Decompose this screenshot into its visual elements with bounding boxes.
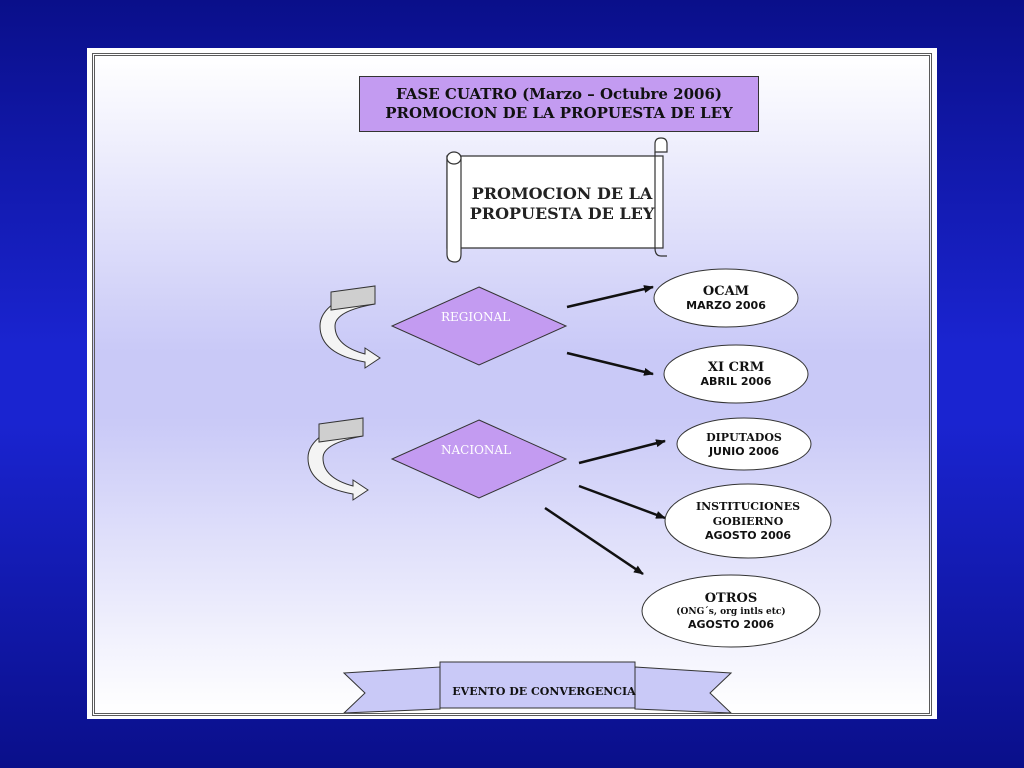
diamond-label-regional: REGIONAL — [441, 310, 511, 324]
curved-arrow-regional — [319, 285, 381, 369]
ocam-title: OCAM — [702, 283, 750, 299]
oval-label-xicrm: XI CRM ABRIL 2006 — [664, 351, 808, 397]
slide-canvas: FASE CUATRO (Marzo – Octubre 2006) PROMO… — [87, 48, 937, 719]
arrow-to-diputados — [578, 439, 666, 465]
arrow-to-ocam — [566, 285, 654, 309]
scroll-line-2: PROPUESTA DE LEY — [469, 204, 655, 223]
arrow-to-instituciones — [578, 484, 666, 520]
oval-label-otros: OTROS (ONG´s, org intls etc) AGOSTO 2006 — [642, 581, 820, 641]
phase-title: FASE CUATRO (Marzo – Octubre 2006) — [395, 85, 722, 103]
diagram-graphics — [307, 137, 832, 713]
oval-instituciones — [664, 483, 832, 559]
curved-arrow-nacional — [307, 417, 369, 501]
otros-title: OTROS — [704, 590, 758, 606]
xicrm-date: ABRIL 2006 — [700, 374, 772, 388]
xicrm-title: XI CRM — [707, 359, 765, 375]
banner-label: EVENTO DE CONVERGENCIA — [452, 684, 636, 698]
oval-label-instituciones: INSTITUCIONES GOBIERNO AGOSTO 2006 — [665, 492, 831, 550]
ocam-date: MARZO 2006 — [686, 298, 766, 312]
oval-diputados — [676, 417, 812, 471]
oval-otros — [641, 574, 821, 648]
phase-title-box: FASE CUATRO (Marzo – Octubre 2006) PROMO… — [359, 76, 759, 132]
diagram-frame: FASE CUATRO (Marzo – Octubre 2006) PROMO… — [92, 53, 932, 716]
scroll-line-1: PROMOCION DE LA — [471, 184, 653, 203]
scroll-text: PROMOCION DE LA PROPUESTA DE LEY — [467, 184, 657, 224]
instituciones-title-2: GOBIERNO — [712, 515, 784, 528]
oval-xicrm — [663, 344, 809, 404]
convergence-banner — [342, 661, 733, 713]
oval-label-diputados: DIPUTADOS JUNIO 2006 — [677, 423, 811, 465]
instituciones-date: AGOSTO 2006 — [704, 529, 792, 542]
phase-subtitle: PROMOCION DE LA PROPUESTA DE LEY — [385, 104, 733, 122]
diputados-date: JUNIO 2006 — [708, 444, 780, 458]
otros-note: (ONG´s, org intls etc) — [676, 606, 786, 617]
arrow-to-xicrm — [566, 351, 654, 376]
arrow-to-otros — [544, 506, 644, 576]
oval-label-ocam: OCAM MARZO 2006 — [654, 275, 798, 321]
diputados-title: DIPUTADOS — [706, 430, 782, 444]
instituciones-title-1: INSTITUCIONES — [695, 500, 801, 513]
diamond-label-nacional: NACIONAL — [441, 443, 512, 457]
otros-date: AGOSTO 2006 — [687, 617, 775, 631]
diamond-nacional — [390, 419, 568, 499]
diamond-regional — [390, 286, 568, 366]
oval-ocam — [653, 268, 799, 328]
scroll-shape — [446, 137, 668, 263]
